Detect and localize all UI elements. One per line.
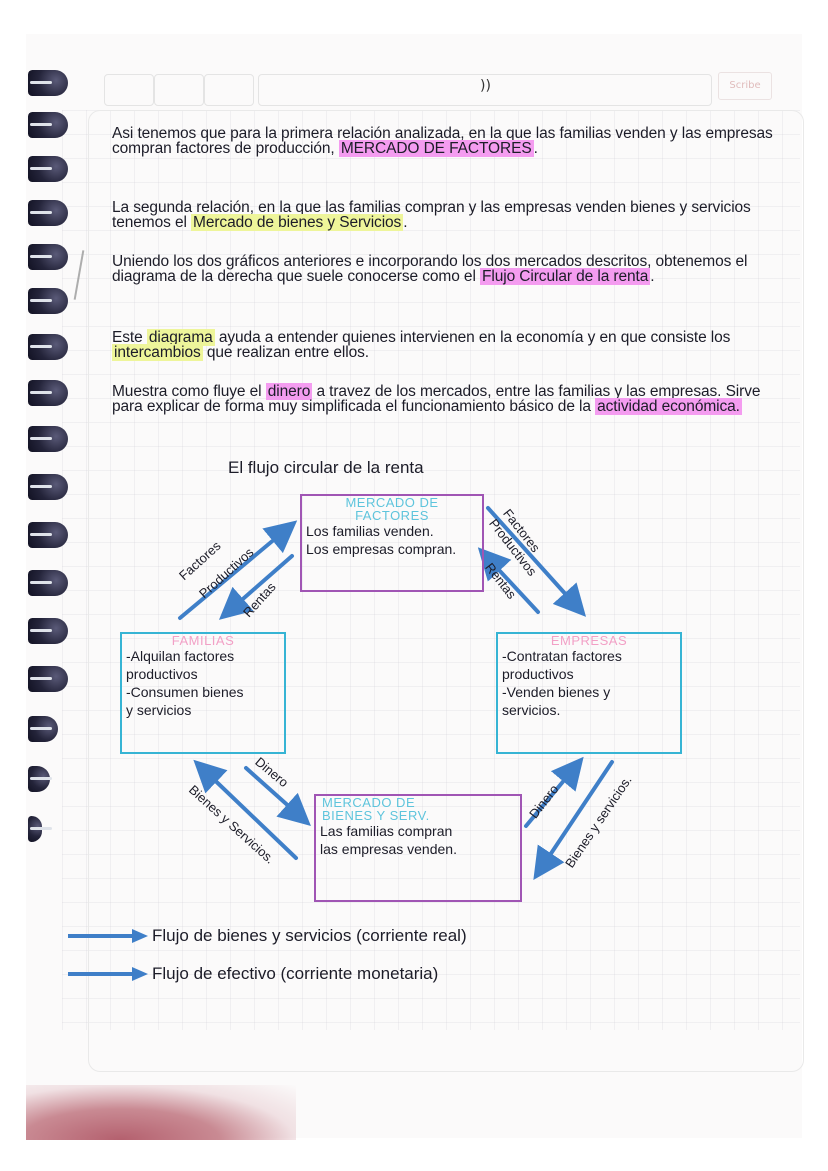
spiral-ring-icon (28, 200, 68, 226)
header-title-cell (258, 74, 712, 106)
highlight-yellow: Mercado de bienes y Servicios (191, 214, 404, 231)
spiral-ring-icon (28, 288, 68, 314)
spiral-ring-icon (28, 334, 68, 360)
arrow-right-icon (68, 967, 148, 981)
spiral-ring-icon (28, 244, 68, 270)
market-factors-box: MERCADO DE FACTORES Los familias venden.… (300, 494, 484, 592)
paragraph-text: . (533, 140, 538, 157)
legend-money-flow: Flujo de efectivo (corriente monetaria) (68, 962, 438, 986)
arrow-right-icon (68, 929, 148, 943)
highlight-pink: MERCADO DE FACTORES (338, 140, 534, 157)
arrow-goods-to-market (533, 760, 614, 880)
spiral-ring-icon (28, 70, 68, 96)
families-line: -Consumen bienes (126, 684, 244, 700)
arrow-factors-to-companies (486, 506, 587, 617)
diagram-title: El flujo circular de la renta (228, 458, 424, 477)
header-date-cell (154, 74, 204, 106)
spiral-ring-icon (28, 522, 68, 548)
header-mark: )) (480, 78, 491, 94)
spiral-ring-icon (28, 666, 68, 692)
families-box: FAMILIAS -Alquilan factores productivos … (120, 632, 286, 754)
spiral-ring-icon (28, 766, 52, 792)
paragraph-3: Uniendo los dos gráficos anteriores e in… (112, 253, 788, 285)
market-factors-line: Los empresas compran. (306, 541, 457, 557)
paragraph-text: . (650, 268, 655, 285)
spiral-ring-icon (28, 156, 68, 182)
paragraph-text: La segunda relación, en la que las famil… (112, 199, 751, 231)
spiral-ring-icon (28, 816, 52, 842)
spiral-ring-icon (28, 716, 58, 742)
spiral-ring-icon (28, 112, 68, 138)
paragraph-1: Asi tenemos que para la primera relación… (112, 125, 788, 157)
brand-logo: Scribe (718, 72, 772, 100)
market-goods-title: BIENES Y SERV. (322, 808, 430, 823)
paragraph-text: que realizan entre ellos. (202, 344, 369, 361)
paragraph-4: Este diagrama ayuda a entender quienes i… (112, 329, 788, 361)
spiral-ring-icon (28, 474, 68, 500)
paragraph-text: a travez de los mercados, entre las fami… (112, 383, 761, 415)
highlight-yellow: intercambios (112, 344, 203, 361)
market-goods-box: MERCADO DE BIENES Y SERV. Las familias c… (314, 794, 522, 902)
market-factors-title: FACTORES (355, 508, 429, 523)
content-frame (88, 110, 804, 1072)
highlight-pink: dinero (265, 383, 313, 400)
companies-line: -Venden bienes y (502, 684, 611, 700)
market-factors-line: Los familias venden. (306, 523, 434, 539)
families-line: productivos (126, 666, 198, 682)
paragraph-text: Asi tenemos que para la primera relación… (112, 125, 773, 157)
spiral-ring-icon (28, 570, 68, 596)
arrow-money-to-market (244, 766, 311, 826)
paragraph-text: ayuda a entender quienes intervienen en … (214, 329, 731, 346)
companies-title: EMPRESAS (550, 633, 628, 648)
paragraph-text: . (403, 214, 408, 231)
finger-shadow (26, 1085, 296, 1140)
arrow-factors-to-market (178, 520, 298, 620)
companies-line: productivos (502, 666, 574, 682)
legend-label: Flujo de efectivo (corriente monetaria) (152, 964, 439, 983)
arrow-rents-to-market (477, 547, 540, 614)
arrow-rents-to-families (218, 554, 294, 620)
spiral-ring-icon (28, 618, 68, 644)
spiral-ring-icon (28, 426, 68, 452)
companies-line: servicios. (502, 702, 561, 718)
market-goods-line: Las familias compran (320, 823, 453, 839)
families-line: y servicios (126, 702, 192, 718)
families-line: -Alquilan factores (126, 648, 235, 664)
header-date-cell (204, 74, 254, 106)
paragraph-text: Muestra como fluye el (112, 383, 266, 400)
grid-lines (62, 110, 800, 1030)
paragraph-text: Este (112, 329, 147, 346)
paragraph-2: La segunda relación, en la que las famil… (112, 199, 788, 231)
highlight-pink: Flujo Circular de la renta (480, 268, 651, 285)
legend-real-flow: Flujo de bienes y servicios (corriente r… (68, 924, 467, 948)
paragraph-text: Uniendo los dos gráficos anteriores e in… (112, 253, 748, 285)
families-title: FAMILIAS (171, 633, 235, 648)
market-goods-line: las empresas venden. (320, 841, 457, 857)
market-goods-title: MERCADO DE (322, 795, 416, 810)
highlight-pink: actividad económica. (595, 398, 742, 415)
highlight-yellow: diagrama (146, 329, 215, 346)
legend-label: Flujo de bienes y servicios (corriente r… (152, 926, 467, 945)
market-factors-title: MERCADO DE (345, 495, 439, 510)
notebook-page (26, 34, 802, 1138)
header-date-cell (104, 74, 154, 106)
paragraph-5: Muestra como fluye el dinero a travez de… (112, 383, 788, 415)
arrow-money-to-companies (524, 756, 584, 828)
spiral-binding (28, 70, 72, 890)
arrow-goods-to-families (193, 759, 298, 860)
companies-line: -Contratan factores (502, 648, 622, 664)
spiral-ring-icon (28, 380, 68, 406)
companies-box: EMPRESAS -Contratan factores productivos… (496, 632, 682, 754)
